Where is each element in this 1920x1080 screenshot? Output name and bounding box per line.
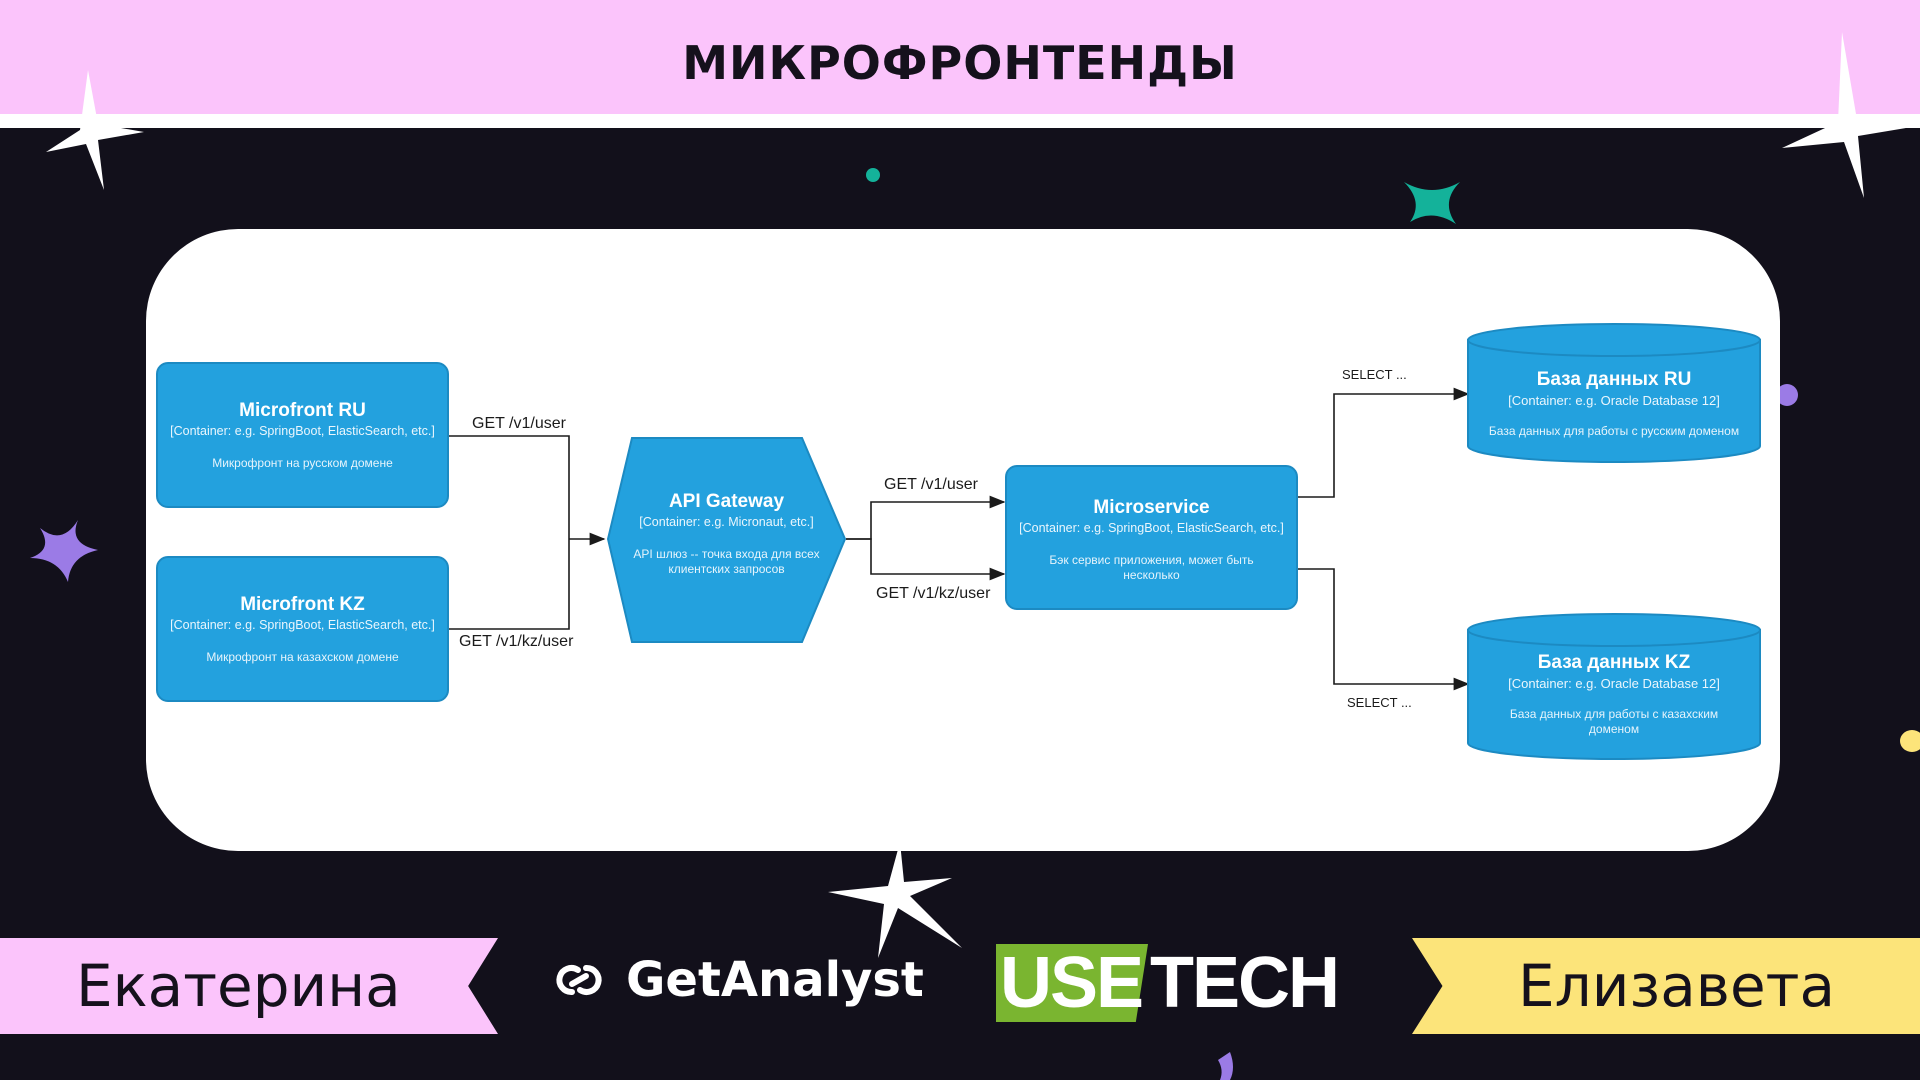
node-description: Микрофронт на казахском домене xyxy=(206,650,399,664)
diagram-card: Microfront RU [Container: e.g. SpringBoo… xyxy=(146,229,1780,851)
microfront-kz-box: Microfront KZ [Container: e.g. SpringBoo… xyxy=(156,556,449,702)
purple-dot xyxy=(1776,384,1798,406)
speaker-left-name: Екатерина xyxy=(76,952,401,1020)
purple-curve-icon xyxy=(1218,1052,1233,1080)
node-subtitle: [Container: e.g. Oracle Database 12] xyxy=(1508,676,1720,691)
yellow-dot xyxy=(1900,730,1920,752)
microfront-ru-box: Microfront RU [Container: e.g. SpringBoo… xyxy=(156,362,449,508)
speaker-right-name: Елизавета xyxy=(1518,952,1835,1020)
edge-service-db-ru xyxy=(1298,387,1470,498)
edge-ru-gateway xyxy=(448,435,570,539)
teal-dot xyxy=(866,168,880,182)
node-title: API Gateway xyxy=(668,491,785,512)
node-description: База данных для работы с русским доменом xyxy=(1488,424,1740,438)
node-description: Микрофронт на русском домене xyxy=(212,456,393,470)
speaker-left-banner: Екатерина xyxy=(0,938,498,1034)
node-title: Microservice xyxy=(1093,497,1210,518)
edge-label-service-db-ru: SELECT ... xyxy=(1342,367,1407,382)
db-ru-label: База данных RU [Container: e.g. Oracle D… xyxy=(1468,369,1760,438)
slide-title: МИКРОФРОНТЕНДЫ xyxy=(682,36,1238,90)
node-subtitle: [Container: e.g. SpringBoot, ElasticSear… xyxy=(170,424,435,438)
edge-kz-gateway xyxy=(448,539,570,630)
usetech-green-block xyxy=(996,944,1148,1022)
node-description: Бэк сервис приложения, может быть нескол… xyxy=(1049,553,1254,582)
getanalyst-logo: GetAnalyst xyxy=(626,952,924,1008)
node-subtitle: [Container: e.g. SpringBoot, ElasticSear… xyxy=(1019,521,1284,535)
teal-x-icon xyxy=(1404,182,1460,224)
db-kz-label: База данных KZ [Container: e.g. Oracle D… xyxy=(1468,652,1760,737)
node-title: База данных RU xyxy=(1536,369,1692,390)
usetech-logo-use: USE xyxy=(1000,943,1144,1023)
header-band: МИКРОФРОНТЕНДЫ xyxy=(0,0,1920,128)
node-subtitle: [Container: e.g. Micronaut, etc.] xyxy=(639,515,814,529)
node-subtitle: [Container: e.g. SpringBoot, ElasticSear… xyxy=(170,618,435,632)
getanalyst-link-icon xyxy=(556,965,602,995)
edge-label-kz-gateway: GET /v1/kz/user xyxy=(459,633,574,650)
db-ru-cylinder xyxy=(1467,323,1761,463)
db-kz-cylinder xyxy=(1467,613,1761,760)
node-title: База данных KZ xyxy=(1537,652,1691,673)
sparkle-star-icon xyxy=(46,70,144,190)
edge-service-db-kz xyxy=(1298,568,1470,691)
node-subtitle: [Container: e.g. Oracle Database 12] xyxy=(1508,393,1720,408)
node-title: Microfront KZ xyxy=(240,594,365,615)
edge-label-gateway-service-ru: GET /v1/user xyxy=(884,476,978,493)
edge-label-ru-gateway: GET /v1/user xyxy=(472,415,566,432)
node-description: База данных для работы с казахским домен… xyxy=(1509,707,1719,736)
api-gateway-hexagon xyxy=(606,437,847,643)
sparkle-star-icon xyxy=(1782,32,1918,198)
edge-gateway-service-ru xyxy=(846,495,1006,540)
node-description: API шлюз -- точка входа для всех клиентс… xyxy=(633,547,820,576)
api-gateway-label: API Gateway [Container: e.g. Micronaut, … xyxy=(608,491,845,577)
microservice-box: Microservice [Container: e.g. SpringBoot… xyxy=(1005,465,1298,610)
sparkle-star-icon xyxy=(828,842,962,958)
purple-star-icon xyxy=(30,520,98,582)
speaker-right-banner: Елизавета xyxy=(1412,938,1920,1034)
edge-label-service-db-kz: SELECT ... xyxy=(1347,695,1412,710)
edge-gateway-service-kz xyxy=(846,538,1006,581)
connector-lines xyxy=(448,323,1761,760)
usetech-logo-tech: TECH xyxy=(1150,943,1340,1023)
edge-label-gateway-service-kz: GET /v1/kz/user xyxy=(876,585,991,602)
node-title: Microfront RU xyxy=(239,400,366,421)
